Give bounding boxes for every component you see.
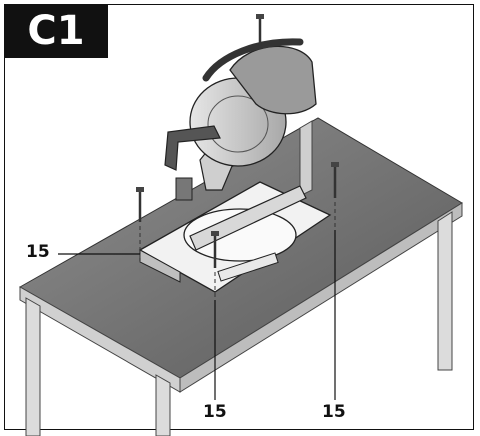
miter-scale [217, 252, 279, 282]
callout-label: 15 [203, 402, 227, 422]
saw-handle [164, 125, 221, 171]
screw [331, 162, 339, 230]
table-apron-right [179, 202, 463, 393]
miter-saw [138, 38, 332, 293]
figure-label: C1 [4, 4, 108, 58]
screw [211, 231, 219, 300]
callout-leaders [58, 230, 336, 400]
mounting-screws [136, 14, 339, 300]
clamp [175, 177, 193, 201]
table-leg [437, 211, 453, 371]
blade-guard-inner [207, 95, 269, 153]
saw-top-handle [202, 38, 304, 82]
screw [136, 187, 144, 262]
motor-housing [229, 45, 317, 115]
table-leg [155, 374, 171, 436]
callout-label: 15 [26, 242, 50, 262]
figure-frame [4, 4, 474, 430]
workbench-table [18, 117, 463, 436]
turntable [183, 208, 297, 262]
table-leg [299, 120, 313, 197]
table-leg [25, 297, 41, 436]
screw [256, 14, 264, 46]
callout-label: 15 [322, 402, 346, 422]
